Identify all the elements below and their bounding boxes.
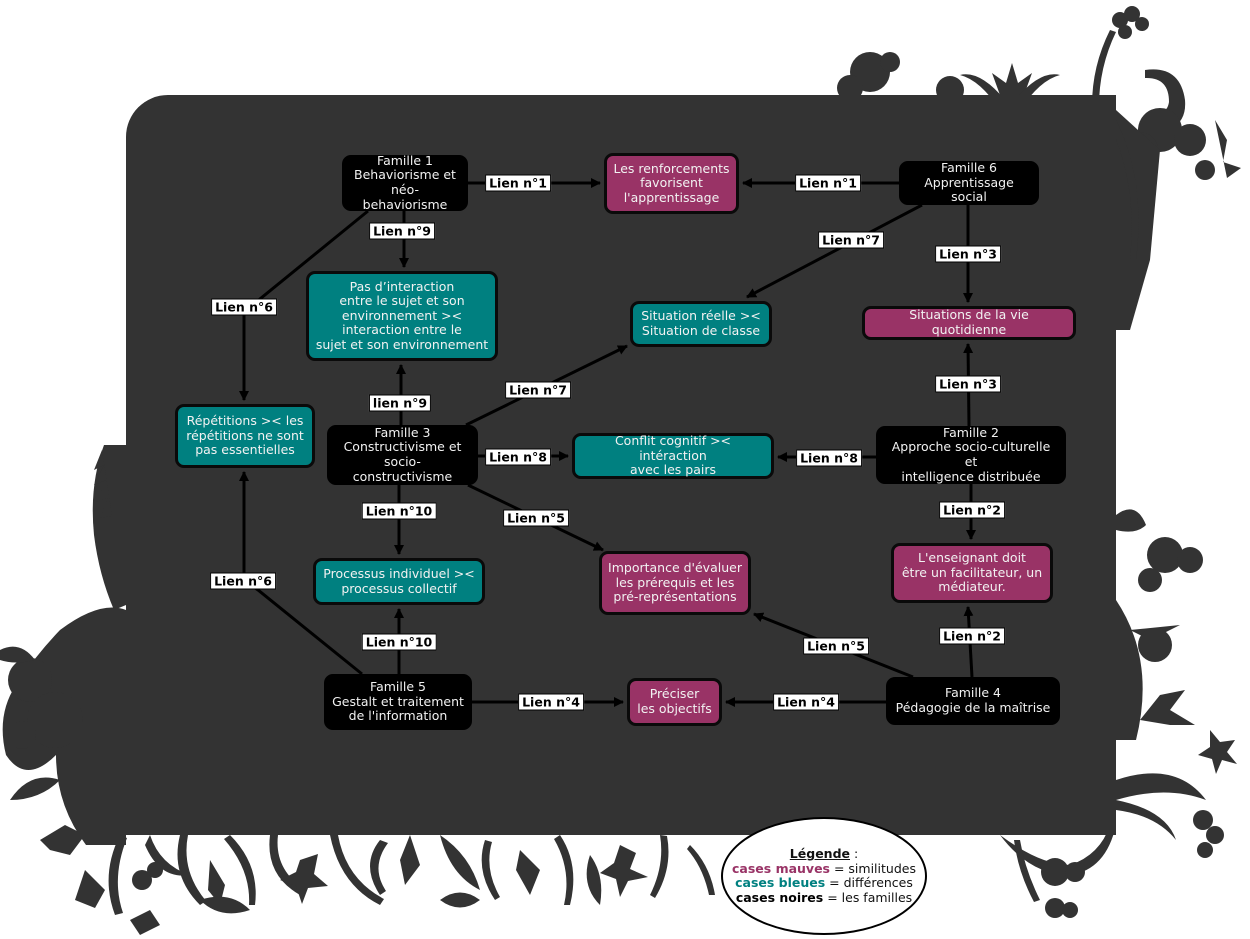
node-text: Pas d’interaction entre le sujet et son …: [315, 278, 489, 352]
edge-label: Lien n°3: [935, 375, 1001, 393]
node-renforcements[interactable]: Les renforcements favorisent l'apprentis…: [604, 153, 739, 214]
legend-row-bleue: cases bleues = différences: [735, 875, 913, 891]
edge-label: Lien n°7: [818, 231, 884, 249]
node-objectifs[interactable]: Préciser les objectifs: [627, 678, 722, 726]
legend-key: cases mauves: [732, 860, 830, 876]
edge-label: Lien n°4: [773, 693, 839, 711]
node-text: Situation réelle >< Situation de classe: [641, 308, 761, 338]
edge-label: Lien n°10: [361, 502, 437, 520]
legend-meaning: différences: [843, 875, 913, 890]
legend-title-suffix: :: [850, 846, 859, 861]
node-text: Famille 1 Behaviorisme et néo-behavioris…: [354, 152, 456, 212]
legend-sep: =: [825, 875, 844, 890]
node-famille-3[interactable]: Famille 3 Constructivisme et socio-const…: [327, 425, 478, 485]
node-text: Processus individuel >< processus collec…: [323, 565, 475, 596]
edge-label: Lien n°9: [369, 222, 435, 240]
node-text: L'enseignant doit être un facilitateur, …: [901, 550, 1043, 595]
node-conflit-cognitif[interactable]: Conflit cognitif >< intéraction avec les…: [572, 433, 774, 479]
node-text: Situations de la vie quotidienne: [909, 307, 1029, 337]
node-text: Importance d'évaluer les prérequis et le…: [608, 560, 742, 605]
legend-row-mauve: cases mauves = similitudes: [732, 860, 916, 877]
floral-bottom-icon: [108, 835, 715, 935]
node-text: Famille 2 Approche socio-culturelle et i…: [891, 424, 1051, 484]
edge-label: Lien n°5: [803, 637, 869, 655]
node-vie-quotidienne[interactable]: Situations de la vie quotidienne: [862, 306, 1076, 340]
node-repetitions[interactable]: Répétitions >< les répétitions ne sont p…: [175, 404, 315, 468]
floral-right-icon: [1000, 509, 1237, 918]
node-text: Famille 4 Pédagogie de la maîtrise: [895, 685, 1051, 715]
edge-label: Lien n°8: [485, 448, 551, 466]
legend-title: Légende: [789, 846, 850, 861]
edge-label: lien n°9: [368, 394, 432, 412]
node-text: Famille 5 Gestalt et traitement de l'inf…: [332, 679, 464, 724]
edge-label: Lien n°7: [505, 381, 571, 399]
node-situation-reelle[interactable]: Situation réelle >< Situation de classe: [630, 301, 772, 347]
legend-key: cases bleues: [735, 875, 826, 890]
legend-meaning: similitudes: [848, 860, 916, 876]
edge-label: Lien n°2: [939, 627, 1005, 645]
node-text: Famille 6 Apprentissage social: [924, 160, 1014, 205]
node-famille-4[interactable]: Famille 4 Pédagogie de la maîtrise: [886, 677, 1060, 725]
floral-left-icon: [0, 445, 127, 908]
edge-label: Lien n°10: [361, 633, 437, 651]
node-famille-1[interactable]: Famille 1 Behaviorisme et néo-behavioris…: [342, 152, 468, 212]
legend-meaning: les familles: [841, 889, 913, 905]
node-text: Préciser les objectifs: [637, 686, 712, 716]
edge-label: Lien n°1: [795, 174, 861, 192]
node-enseignant[interactable]: L'enseignant doit être un facilitateur, …: [891, 543, 1053, 603]
node-text: Conflit cognitif >< intéraction avec les…: [614, 433, 732, 478]
edge-label: Lien n°6: [210, 572, 276, 590]
legend-sep: =: [830, 860, 849, 876]
edge-label: Lien n°8: [796, 449, 862, 467]
legend-title-row: Légende :: [789, 846, 859, 862]
node-famille-6[interactable]: Famille 6 Apprentissage social: [899, 160, 1039, 205]
node-text: Les renforcements favorisent l'apprentis…: [613, 160, 730, 205]
node-pas-interaction[interactable]: Pas d’interaction entre le sujet et son …: [306, 271, 498, 361]
edge-label: Lien n°3: [935, 245, 1001, 263]
edge-label: Lien n°1: [485, 174, 551, 192]
node-text: Répétitions >< les répétitions ne sont p…: [186, 413, 304, 458]
edge-label: Lien n°5: [503, 509, 569, 527]
node-famille-5[interactable]: Famille 5 Gestalt et traitement de l'inf…: [324, 674, 472, 730]
node-prerequis[interactable]: Importance d'évaluer les prérequis et le…: [599, 551, 751, 615]
floral-top-right-icon: [837, 6, 1241, 330]
legend-row-noire: cases noires = les familles: [735, 889, 913, 906]
edge-label: Lien n°6: [211, 298, 277, 316]
edge-label: Lien n°4: [518, 693, 584, 711]
node-famille-2[interactable]: Famille 2 Approche socio-culturelle et i…: [876, 424, 1066, 484]
legend: Légende : cases mauves = similitudes cas…: [721, 817, 927, 935]
legend-sep: =: [823, 889, 842, 905]
node-text: Famille 3 Constructivisme et socio-const…: [343, 424, 462, 484]
node-processus[interactable]: Processus individuel >< processus collec…: [313, 558, 485, 605]
legend-key: cases noires: [735, 889, 824, 905]
edge-label: Lien n°2: [939, 501, 1005, 519]
